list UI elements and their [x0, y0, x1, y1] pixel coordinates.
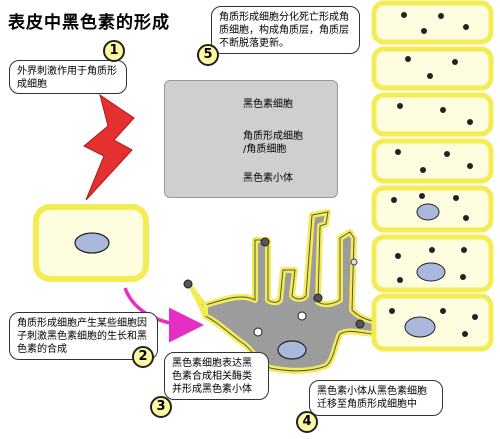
melanosome	[183, 279, 193, 289]
step-1-badge: 1	[103, 40, 125, 62]
legend-label-melanocyte: 黑色素细胞	[243, 99, 293, 110]
legend: 黑色素细胞 角质形成细胞 /角质细胞 黑色素小体	[164, 80, 338, 198]
step-4-badge: 4	[296, 411, 318, 433]
keratinocyte-left	[33, 204, 149, 282]
step-4-callout: 黑色素小体从黑色素细胞迁移至角质形成细胞中	[309, 380, 443, 416]
lightning-bolt-icon	[83, 93, 135, 201]
step-5-badge: 5	[197, 44, 219, 66]
legend-label-keratinocyte: 角质形成细胞	[243, 131, 303, 142]
melanosome-empty	[253, 327, 263, 337]
legend-label-corneocyte: /角质细胞	[243, 144, 287, 155]
step-5-callout: 角质形成细胞分化死亡形成角质细胞，构成角质层，角质层不断脱落更新。	[211, 6, 360, 54]
step-2-callout: 角质形成细胞产生某些细胞因子刺激黑色素细胞的生长和黑色素的合成	[9, 312, 158, 360]
nucleus	[74, 232, 110, 254]
page-title: 表皮中黑色素的形成	[8, 13, 170, 33]
step-2-badge: 2	[132, 346, 154, 368]
step-1-callout: 外界刺激作用于角质形成细胞	[9, 60, 127, 94]
melanosome	[355, 319, 365, 329]
melanosome	[313, 293, 323, 303]
step-3-callout: 黑色素细胞表达黑色素合成相关酶类并形成黑色素小体	[164, 352, 269, 400]
nucleus	[277, 340, 307, 360]
step-3-badge: 3	[150, 396, 172, 418]
legend-label-melanosome: 黑色素小体	[243, 173, 293, 184]
melanosome	[260, 237, 270, 247]
melanocyte	[183, 209, 379, 374]
melanosome-empty	[297, 311, 307, 321]
melanosome-empty	[350, 258, 358, 266]
keratinocyte-column	[371, 0, 494, 352]
